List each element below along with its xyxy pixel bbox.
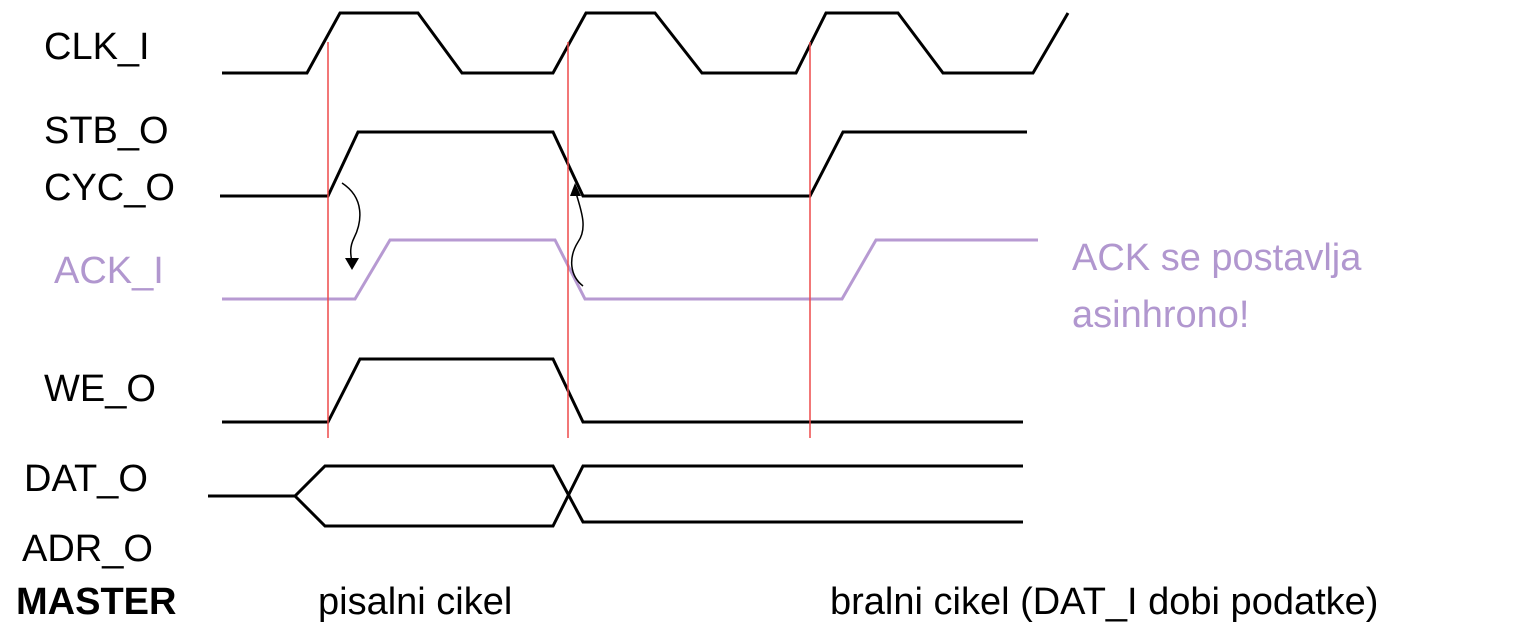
stb-cyc-waveform xyxy=(220,130,1027,198)
stb-to-ack-arrowhead xyxy=(345,258,359,270)
ack-to-stb-arrow xyxy=(571,192,584,287)
label-stb-o: STB_O xyxy=(44,110,169,152)
clk-i-waveform xyxy=(222,11,1070,75)
ack-async-note-line1: ACK se postavlja xyxy=(1072,237,1362,279)
label-dat-o: DAT_O xyxy=(24,458,148,500)
label-we-o: WE_O xyxy=(44,368,156,410)
read-cycle-label: bralni cikel (DAT_I dobi podatke) xyxy=(830,581,1378,623)
we-o-waveform xyxy=(222,357,1023,424)
label-cyc-o: CYC_O xyxy=(44,167,175,209)
dat-adr-bus-lower xyxy=(293,464,1023,528)
label-adr-o: ADR_O xyxy=(22,528,153,570)
label-clk-i: CLK_I xyxy=(44,26,150,68)
ack-i-waveform xyxy=(222,238,1038,301)
stb-to-ack-arrow xyxy=(341,182,361,265)
ack-to-stb-arrowhead xyxy=(570,183,581,196)
write-cycle-label: pisalni cikel xyxy=(318,581,512,623)
master-label: MASTER xyxy=(16,581,176,623)
ack-async-note-line2: asinhrono! xyxy=(1072,294,1249,336)
label-ack-i: ACK_I xyxy=(54,250,164,292)
dat-adr-bus-upper xyxy=(208,464,1023,524)
